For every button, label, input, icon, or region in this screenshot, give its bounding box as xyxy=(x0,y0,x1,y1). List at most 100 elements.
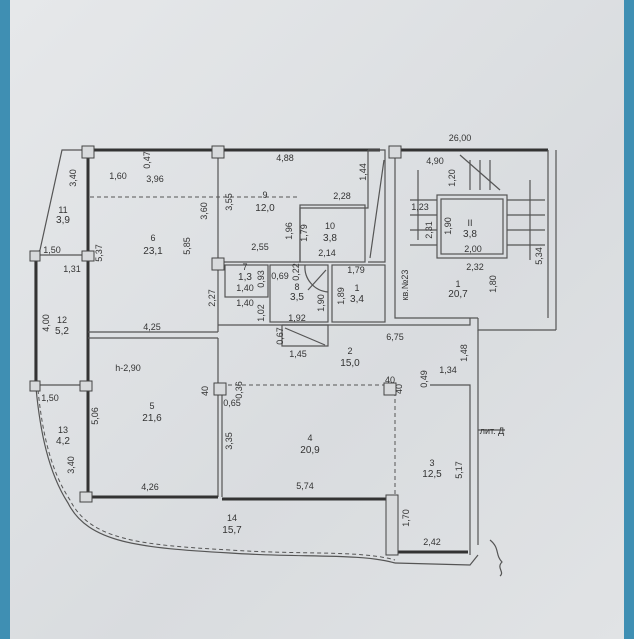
dimension-label: 5,74 xyxy=(296,481,314,491)
room-area: 3,5 xyxy=(290,292,304,303)
room-number: 13 xyxy=(58,425,68,435)
dimension-label: 1,45 xyxy=(289,349,307,359)
apartment-label: кв.№23 xyxy=(400,270,410,301)
room-area: 3,8 xyxy=(463,229,477,240)
room-8-label: 83,5 xyxy=(290,282,304,303)
dimension-label: 0,93 xyxy=(256,270,266,288)
dimension-label: 1,44 xyxy=(358,163,368,181)
room-number: 3 xyxy=(429,458,434,468)
dimension-label: 4,90 xyxy=(426,156,444,166)
dimension-label: 3,55 xyxy=(224,193,234,211)
paper-sheet xyxy=(10,0,624,639)
dimension-label: 5,34 xyxy=(534,247,544,265)
room-9-label: 912,0 xyxy=(255,190,275,214)
dimension-label: 0,22 xyxy=(291,263,301,281)
dimension-labels: 4,90 1,20 1,23 2,31 1,90 2,00 2,32 5,34 … xyxy=(41,151,544,547)
room-area: 5,2 xyxy=(55,326,69,337)
room-area: 1,3 xyxy=(238,272,252,283)
room-area: 15,0 xyxy=(340,358,360,369)
dimension-label: 2,28 xyxy=(333,191,351,201)
room-number: 14 xyxy=(227,513,237,523)
room-number: 8 xyxy=(294,282,299,292)
dimension-label: 1,96 xyxy=(284,222,294,240)
room-number: 5 xyxy=(149,401,154,411)
dimension-label: 4,26 xyxy=(141,482,159,492)
dimension-label: 1,20 xyxy=(447,169,457,187)
dimension-label: 3,60 xyxy=(199,202,209,220)
room-area: 4,2 xyxy=(56,436,70,447)
room-1b-label: 13,4 xyxy=(350,283,364,305)
room-7-label: 71,3 xyxy=(238,262,252,283)
room-area: 3,4 xyxy=(350,294,364,305)
room-area: 21,6 xyxy=(142,413,162,424)
room-number: II xyxy=(467,218,472,228)
room-area: 12,5 xyxy=(422,469,442,480)
room-number: 2 xyxy=(347,346,352,356)
dimension-label: 1,40 xyxy=(236,283,254,293)
labels: 26,00 кв.№23 h-2,90 лит. Д xyxy=(115,133,504,436)
dimension-label: 1,92 xyxy=(288,313,306,323)
dimension-label: 1,89 xyxy=(336,287,346,305)
dimension-label: 2,31 xyxy=(424,221,434,239)
dimension-label: 1,40 xyxy=(236,298,254,308)
room-number: 11 xyxy=(58,205,67,215)
dimension-label: 1,90 xyxy=(316,294,326,312)
dimension-label: 2,14 xyxy=(318,248,336,258)
room-1-label: 120,7 xyxy=(448,279,468,300)
dimension-label: 1,23 xyxy=(411,202,429,212)
dimension-label: 0,49 xyxy=(419,370,429,388)
room-10-label: 103,8 xyxy=(323,221,337,244)
room-area: 15,7 xyxy=(222,525,242,536)
room-area: 3,8 xyxy=(323,233,337,244)
dimension-label: 0,47 xyxy=(142,151,152,169)
dimension-label: 5,37 xyxy=(94,244,104,262)
dimension-label: 40 xyxy=(385,375,395,385)
dimension-label: 1,79 xyxy=(299,224,309,242)
room-number: 1 xyxy=(354,283,359,293)
dimension-label: 1,34 xyxy=(439,365,457,375)
dimension-label: 1,50 xyxy=(41,393,59,403)
dimension-label: 1,02 xyxy=(256,304,266,322)
dimension-label: 3,96 xyxy=(146,174,164,184)
dimension-label: 1,50 xyxy=(43,245,61,255)
room-4-label: 420,9 xyxy=(300,433,320,456)
dimension-label: 4,88 xyxy=(276,153,294,163)
room-number: 7 xyxy=(242,262,247,272)
room-area: 12,0 xyxy=(255,203,275,214)
room-II-label: II3,8 xyxy=(463,218,477,240)
overall-width: 26,00 xyxy=(449,133,472,143)
dimension-label: 6,75 xyxy=(386,332,404,342)
room-6-label: 623,1 xyxy=(143,233,163,257)
dimension-label: 4,25 xyxy=(143,322,161,332)
dimension-label: 1,60 xyxy=(109,171,127,181)
dimension-label: 0,69 xyxy=(271,271,289,281)
room-number: 1 xyxy=(455,279,460,289)
room-13-label: 134,2 xyxy=(56,425,70,447)
ceiling-height: h-2,90 xyxy=(115,363,141,373)
room-number: 9 xyxy=(262,190,267,200)
dimension-label: 3,35 xyxy=(224,432,234,450)
dimension-label: 5,85 xyxy=(182,237,192,255)
dimension-label: 2,42 xyxy=(423,537,441,547)
dimension-label: 2,32 xyxy=(466,262,484,272)
room-area: 20,9 xyxy=(300,445,320,456)
dimension-label: 3,40 xyxy=(68,169,78,187)
room-number: 12 xyxy=(57,315,67,325)
room-number: 6 xyxy=(150,233,155,243)
room-area: 3,9 xyxy=(56,215,70,226)
dimension-label: 3,40 xyxy=(66,456,76,474)
room-area: 23,1 xyxy=(143,246,163,257)
dimension-label: 40 xyxy=(200,386,210,396)
staircase xyxy=(410,154,545,260)
room-11-label: 113,9 xyxy=(56,205,70,226)
dimension-label: 1,48 xyxy=(459,344,469,362)
dimension-label: 2,27 xyxy=(207,289,217,307)
dimension-label: 40 xyxy=(394,384,404,394)
dimension-label: 1,80 xyxy=(488,275,498,293)
building-letter: лит. Д xyxy=(480,426,505,436)
room-number: 10 xyxy=(325,221,335,231)
dimension-label: 1,31 xyxy=(63,264,81,274)
dimension-label: 0,36 xyxy=(234,381,244,399)
room-12-label: 125,2 xyxy=(55,315,69,337)
